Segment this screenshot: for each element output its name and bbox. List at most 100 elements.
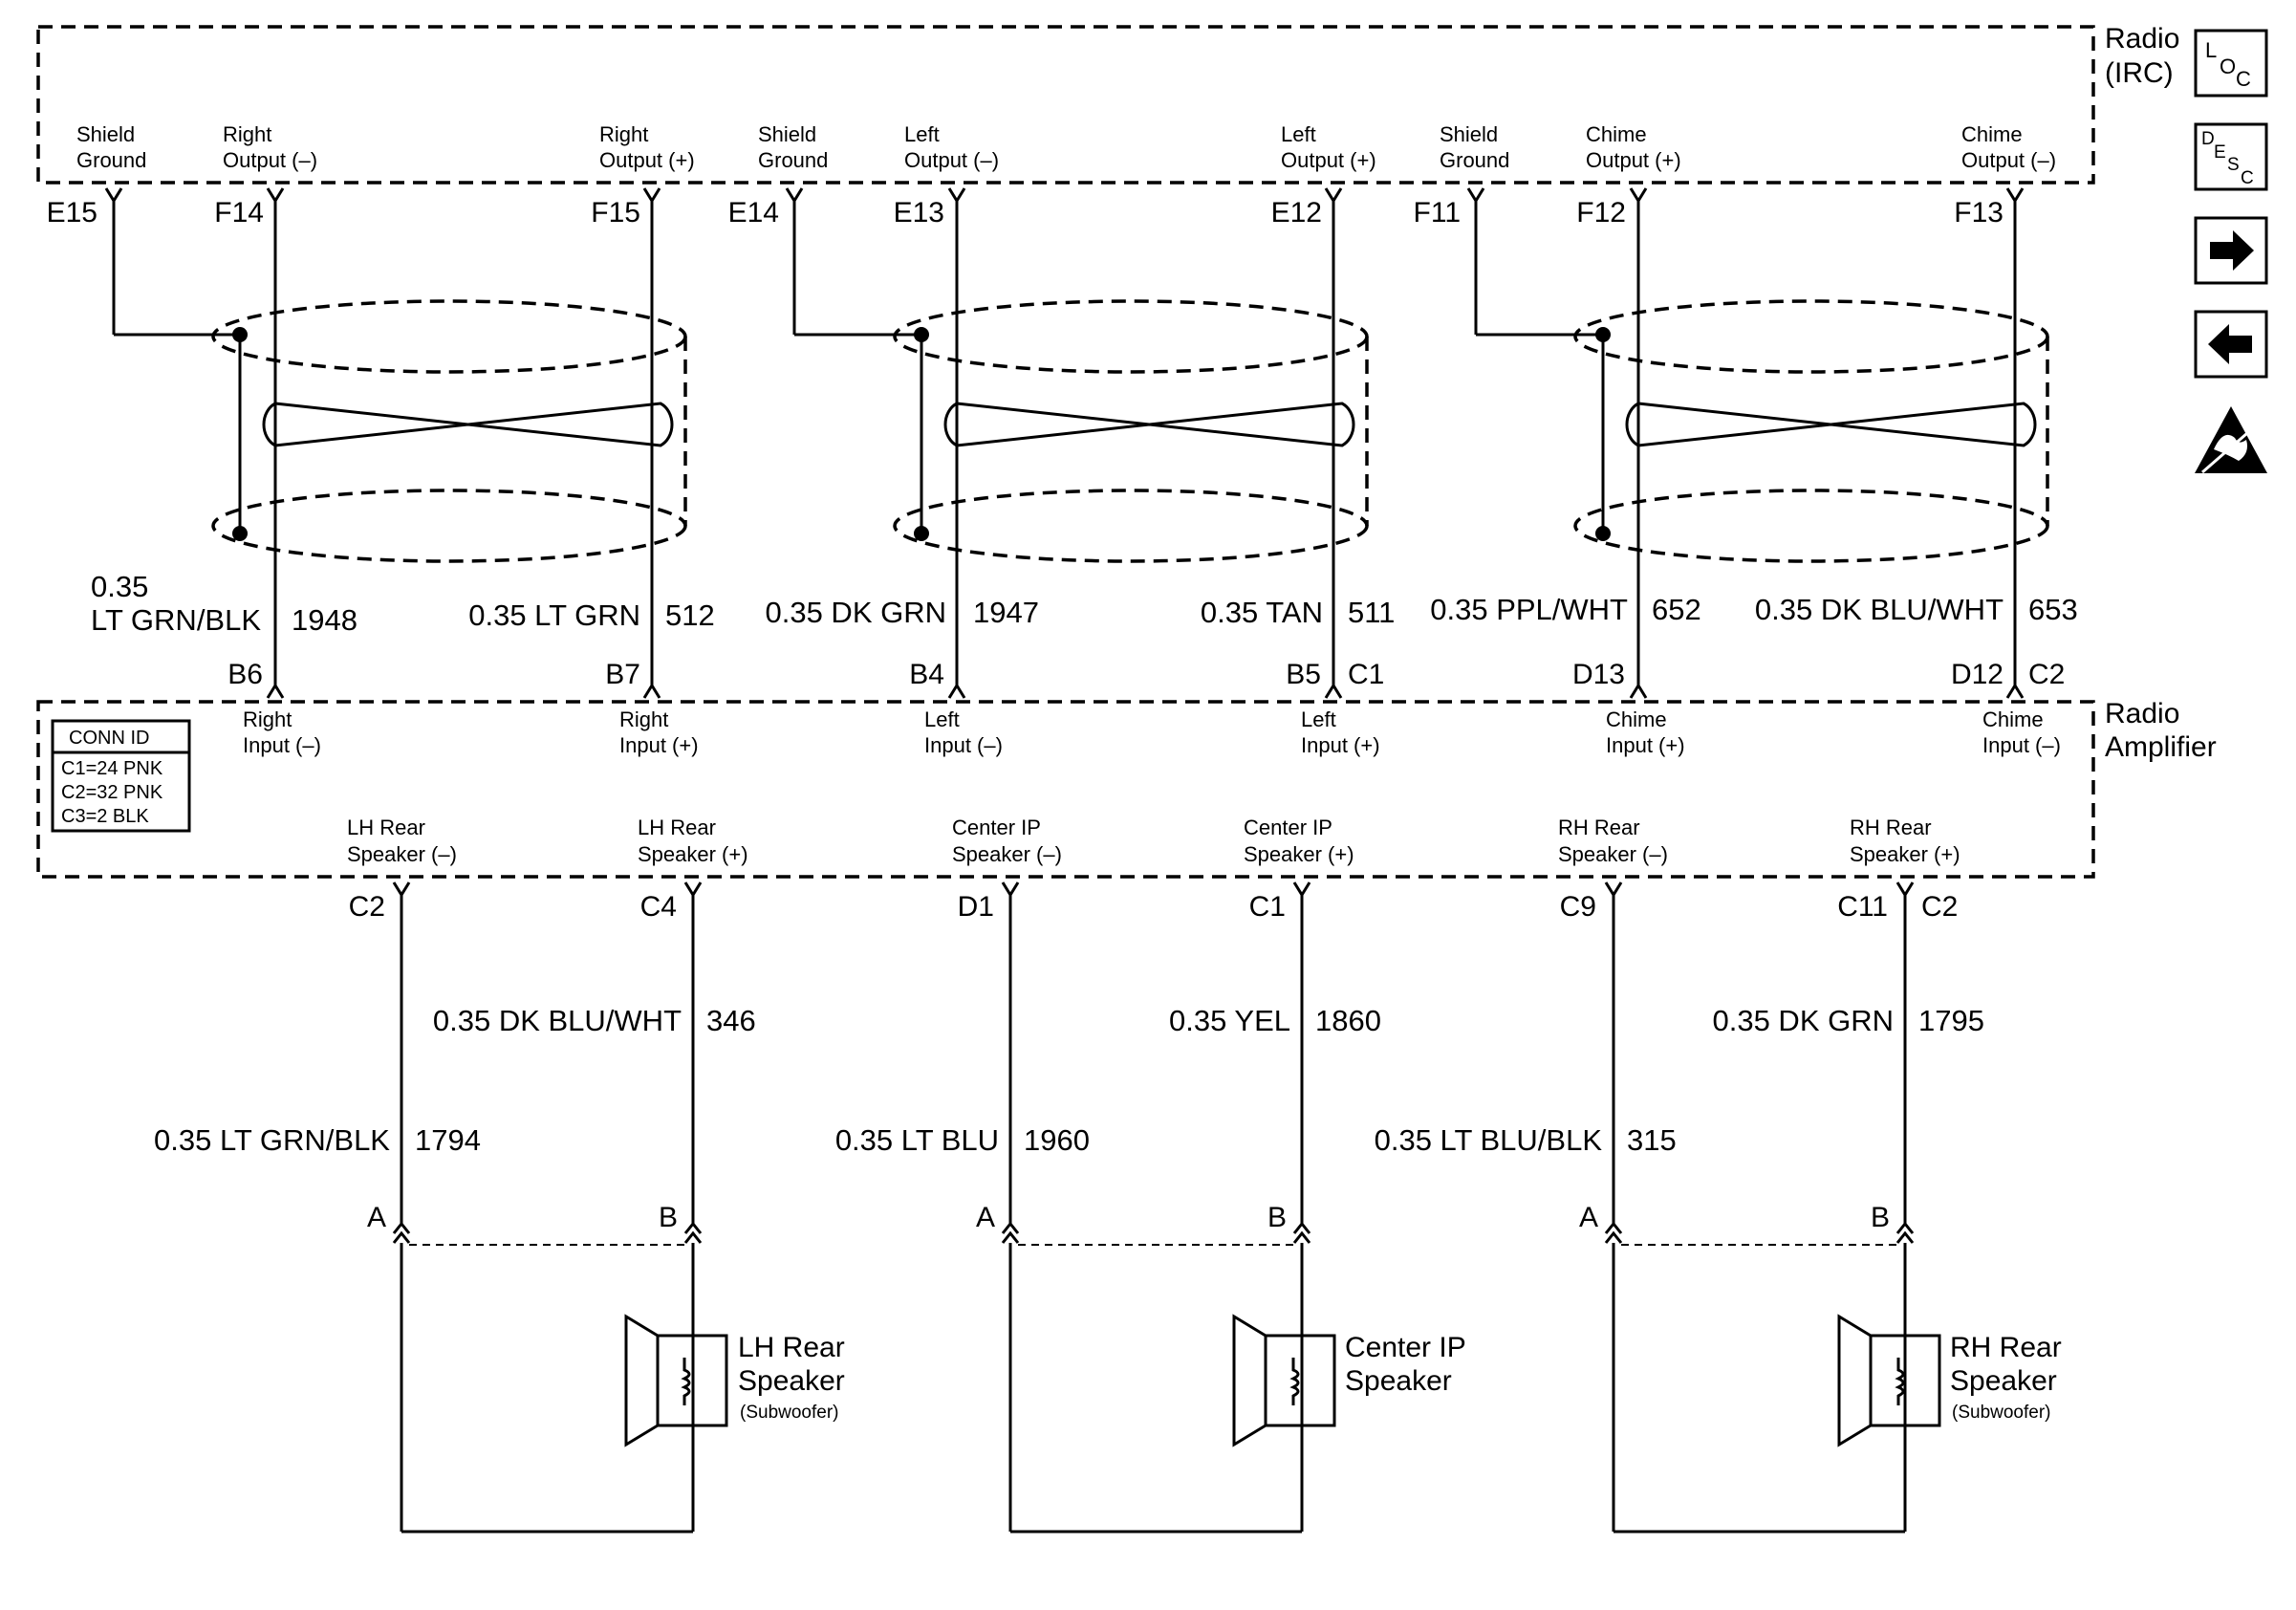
rh-rear-speaker: A B RH Rear Speaker (Subwoofer): [1579, 1202, 2062, 1534]
wire-circuit: 1794: [415, 1123, 481, 1157]
radio-amplifier-module: Radio Amplifier CONN ID C1=24 PNK C2=32 …: [36, 698, 2217, 923]
shielded-pair-chime: [1474, 201, 2049, 563]
input-label: Input (+): [619, 733, 699, 757]
terminal-symbols: [104, 187, 2025, 204]
svg-text:S: S: [2227, 155, 2240, 175]
pin-label: B7: [605, 659, 640, 690]
conn-id-table: CONN ID C1=24 PNK C2=32 PNK C3=2 BLK: [51, 719, 191, 833]
pin-label: D12: [1951, 659, 2004, 690]
pin-label: B6: [227, 659, 263, 690]
lh-rear-speaker: A B LH Rear Speaker (Subwoofer): [367, 1202, 845, 1534]
terminal-label: Shield: [76, 122, 135, 146]
pin-label: C11: [1837, 891, 1888, 923]
conn-id-title: CONN ID: [69, 728, 149, 749]
pin-label: D1: [958, 891, 994, 923]
wire-color: 0.35 TAN: [1201, 596, 1323, 629]
speaker-wires: [400, 895, 1907, 1224]
wire-color: 0.35 YEL: [1169, 1004, 1290, 1037]
speaker-name: Speaker: [1950, 1365, 2057, 1397]
pin-label: F15: [591, 197, 640, 228]
output-label: Speaker (+): [638, 842, 748, 866]
wire-color: 0.35 LT BLU: [835, 1123, 999, 1157]
wire-circuit: 512: [665, 598, 715, 632]
output-label: Center IP: [1244, 816, 1332, 839]
speaker-note: (Subwoofer): [740, 1403, 839, 1423]
terminal-label: Output (+): [599, 148, 695, 172]
wire-color: 0.35 LT GRN/BLK: [154, 1123, 390, 1157]
desc-icon[interactable]: D E S C: [2194, 122, 2268, 191]
output-label: Speaker (+): [1850, 842, 1960, 866]
loc-icon[interactable]: L O C: [2194, 29, 2268, 98]
speaker-name: Center IP: [1345, 1332, 1466, 1363]
lower-wire-labels: 0.35 LT GRN/BLK 1794 0.35 DK BLU/WHT 346…: [154, 1004, 1984, 1157]
svg-text:C: C: [2236, 67, 2251, 91]
speaker-note: (Subwoofer): [1952, 1403, 2051, 1423]
svg-text:E: E: [2214, 142, 2226, 163]
svg-text:C: C: [2241, 168, 2254, 188]
wire-color: 0.35 DK GRN: [765, 596, 946, 629]
output-label: Speaker (–): [1558, 842, 1668, 866]
upper-wire-labels: 0.35 LT GRN/BLK 1948 0.35 LT GRN 512 0.3…: [91, 570, 2078, 637]
conn-id-row: C1=24 PNK: [61, 758, 163, 779]
input-label: Input (+): [1606, 733, 1685, 757]
wire-circuit: 1947: [973, 596, 1039, 629]
output-label: Speaker (–): [952, 842, 1062, 866]
terminal-label: Output (–): [223, 148, 317, 172]
pin-label: B: [1267, 1202, 1287, 1233]
input-label: Right: [619, 707, 668, 731]
input-label: Chime: [1606, 707, 1667, 731]
terminal-label: Ground: [758, 148, 828, 172]
wire-circuit: 511: [1348, 596, 1395, 629]
wire-circuit: 1948: [292, 603, 357, 637]
pin-label: A: [976, 1202, 995, 1233]
arrow-right-icon[interactable]: [2194, 216, 2268, 285]
pin-label: C9: [1560, 891, 1596, 923]
pin-label: C2: [349, 891, 385, 923]
pin-label: E12: [1271, 197, 1322, 228]
pin-label: F12: [1576, 197, 1626, 228]
conn-id-row: C2=32 PNK: [61, 782, 163, 803]
speaker-icon: [624, 1314, 728, 1447]
radio-irc-box: [36, 25, 2095, 185]
pin-label: E13: [894, 197, 944, 228]
input-label: Input (–): [924, 733, 1003, 757]
terminal-label: Ground: [76, 148, 146, 172]
esd-warning-icon[interactable]: [2195, 406, 2267, 474]
radio-amplifier-box: [36, 700, 2095, 879]
center-ip-speaker: A B Center IP Speaker: [976, 1202, 1466, 1534]
svg-text:L: L: [2205, 38, 2217, 62]
input-label: Left: [924, 707, 960, 731]
terminal-label: Left: [904, 122, 940, 146]
speaker-name: LH Rear: [738, 1332, 845, 1363]
input-label: Chime: [1982, 707, 2044, 731]
arrow-left-icon[interactable]: [2194, 310, 2268, 379]
speaker-icon: [1232, 1314, 1336, 1447]
pin-label: A: [367, 1202, 386, 1233]
shielded-pair-right: [112, 201, 687, 563]
radio-irc-title: Radio: [2105, 23, 2179, 54]
shielded-cables: [112, 201, 2049, 563]
radio-amplifier-subtitle: Amplifier: [2105, 731, 2217, 763]
terminal-label: Output (+): [1586, 148, 1681, 172]
wire-circuit: 652: [1652, 593, 1701, 626]
input-label: Right: [243, 707, 292, 731]
pin-label: D13: [1572, 659, 1625, 690]
input-label: Left: [1301, 707, 1336, 731]
output-label: Center IP: [952, 816, 1041, 839]
output-label: Speaker (+): [1244, 842, 1354, 866]
terminal-label: Right: [223, 122, 271, 146]
wire-color: LT GRN/BLK: [91, 603, 261, 637]
wire-circuit: 1795: [1918, 1004, 1984, 1037]
input-label: Input (+): [1301, 733, 1380, 757]
svg-text:O: O: [2220, 54, 2236, 78]
pin-label: F11: [1414, 197, 1461, 228]
pin-label: F14: [214, 197, 264, 228]
terminal-label: Output (+): [1281, 148, 1376, 172]
wire-circuit: 315: [1627, 1123, 1677, 1157]
pin-label: B: [1871, 1202, 1890, 1233]
wire-gauge: 0.35: [91, 570, 148, 603]
shielded-pair-left: [792, 201, 1369, 563]
wire-color: 0.35 LT BLU/BLK: [1375, 1123, 1603, 1157]
pin-label: B: [659, 1202, 678, 1233]
wire-circuit: 1860: [1315, 1004, 1381, 1037]
